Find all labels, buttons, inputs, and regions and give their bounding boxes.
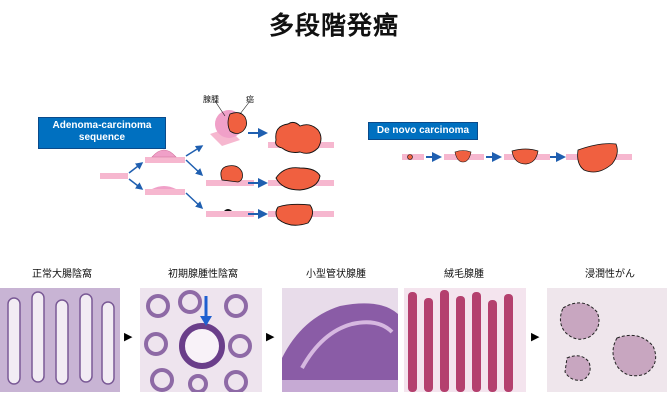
annotation-adenoma: 腺腫: [203, 95, 219, 104]
tumor-shape: [511, 148, 539, 165]
page-title: 多段階発癌: [268, 11, 399, 40]
histology-image-invasive-cancer: [547, 288, 667, 392]
branch-arrow: [128, 162, 144, 174]
cancer-focus-shape: [227, 112, 247, 134]
histology-image-early-adenoma: [140, 288, 262, 392]
mucosa-strip: [100, 173, 128, 179]
histology-image-villous-adenoma: [404, 288, 526, 392]
pathway-arrow: [185, 159, 204, 177]
annotation-line: [214, 100, 226, 117]
stage-label-invasive-cancer: 浸潤性がん: [585, 269, 635, 280]
carcinogenesis-diagram: [100, 100, 632, 226]
branch-arrow: [128, 178, 144, 190]
stage-label-tubular-adenoma: 小型管状腺腫: [306, 269, 366, 280]
small-lesion-shape: [224, 209, 232, 211]
progression-arrow: ▶: [124, 330, 133, 343]
progression-arrow: ▶: [531, 330, 540, 343]
annotation-cancer: 癌: [246, 95, 254, 104]
pathway-arrow: [185, 145, 204, 157]
carcinoma-shape: [275, 167, 321, 191]
adenoma-carcinoma-sequence-label: Adenoma-carcinoma sequence: [38, 117, 166, 149]
mucosa-strip: [206, 180, 254, 186]
carcinoma-shape: [275, 203, 313, 226]
mucosa-strip: [206, 211, 254, 217]
de-novo-carcinoma-label: De novo carcinoma: [368, 122, 478, 140]
mucosa-strip: [402, 154, 424, 160]
pathway-arrow: [185, 192, 204, 210]
tumor-shape: [454, 150, 472, 163]
carcinoma-shape: [275, 121, 322, 154]
flat-lesion-shape: [152, 186, 176, 189]
stage-label-early-adenoma: 初期腺腫性陰窩: [168, 269, 238, 280]
tumor-shape: [407, 154, 413, 160]
adenoma-shape: [151, 149, 177, 158]
annotation-line: [239, 100, 251, 115]
tumor-shape: [220, 165, 243, 183]
histology-image-normal-crypt: [0, 288, 120, 392]
carcinoma-shape: [577, 143, 618, 173]
mucosa-strip: [145, 157, 185, 163]
stage-label-normal-crypt: 正常大腸陰窩: [32, 269, 92, 280]
mucosa-strip: [145, 189, 185, 195]
progression-arrow: ▶: [266, 330, 275, 343]
stage-label-villous-adenoma: 絨毛腺腫: [444, 269, 484, 280]
histology-image-tubular-adenoma: [282, 288, 398, 392]
